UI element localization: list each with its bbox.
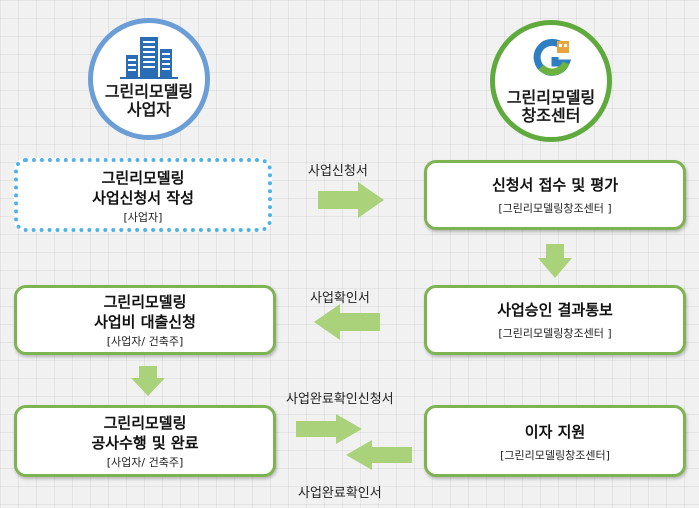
step-review-title: 신청서 접수 및 평가 [491, 176, 619, 194]
flow-label-confirmation: 사업확인서 [310, 291, 370, 306]
step-apply: 그린리모델링 사업신청서 작성 [사업자] [14, 158, 272, 232]
step-review: 신청서 접수 및 평가 [그린리모델링창조센터 ] [424, 160, 686, 230]
step-interest-sub: [그린리모델링창조센터] [500, 449, 610, 462]
step-construct-sub: [사업자/ 건축주] [106, 456, 184, 469]
applicant-logo-label: 그린리모델링 사업자 [93, 83, 205, 119]
step-approve: 사업승인 결과통보 [그린리모델링창조센터 ] [424, 285, 686, 355]
step-loan-title1: 그린리모델링 [103, 293, 187, 311]
step-construct-title1: 그린리모델링 [103, 414, 187, 432]
step-loan-sub: [사업자/ 건축주] [106, 335, 184, 348]
step-loan: 그린리모델링 사업비 대출신청 [사업자/ 건축주] [14, 285, 276, 355]
center-logo-line1: 그린리모델링 [506, 88, 596, 107]
arrow-down-review-icon [538, 244, 572, 278]
flow-label-completion-request: 사업완료확인신청서 [286, 392, 394, 407]
step-loan-title2: 사업비 대출신청 [94, 313, 196, 331]
step-apply-title2: 사업신청서 작성 [92, 189, 194, 207]
arrow-left-confirmation-icon [314, 304, 380, 340]
step-construct-title2: 공사수행 및 완료 [91, 434, 199, 452]
applicant-logo-line2: 사업자 [126, 100, 172, 119]
center-logo-label: 그린리모델링 창조센터 [495, 89, 607, 125]
building-icon [120, 37, 178, 79]
arrow-right-completion-request-icon [296, 414, 362, 444]
step-interest-title: 이자 지원 [524, 423, 586, 441]
center-logo-line2: 창조센터 [521, 106, 581, 125]
eco-g-house-icon [533, 38, 572, 76]
step-apply-title1: 그린리모델링 [101, 169, 185, 187]
applicant-logo-line1: 그린리모델링 [104, 82, 194, 101]
step-interest: 이자 지원 [그린리모델링창조센터] [424, 405, 686, 477]
step-review-sub: [그린리모델링창조센터 ] [498, 202, 612, 215]
applicant-logo: 그린리모델링 사업자 [88, 18, 210, 140]
flow-label-completion-confirm: 사업완료확인서 [298, 486, 382, 501]
center-logo: 그린리모델링 창조센터 [490, 20, 612, 142]
step-construct: 그린리모델링 공사수행 및 완료 [사업자/ 건축주] [14, 405, 276, 477]
step-approve-sub: [그린리모델링창조센터 ] [498, 327, 612, 340]
arrow-left-completion-confirm-icon [346, 440, 412, 470]
flow-label-application: 사업신청서 [308, 164, 368, 179]
arrow-down-loan-icon [131, 366, 165, 396]
arrow-right-application-icon [318, 182, 384, 218]
step-apply-sub: [사업자] [123, 211, 163, 224]
step-approve-title: 사업승인 결과통보 [497, 301, 613, 319]
